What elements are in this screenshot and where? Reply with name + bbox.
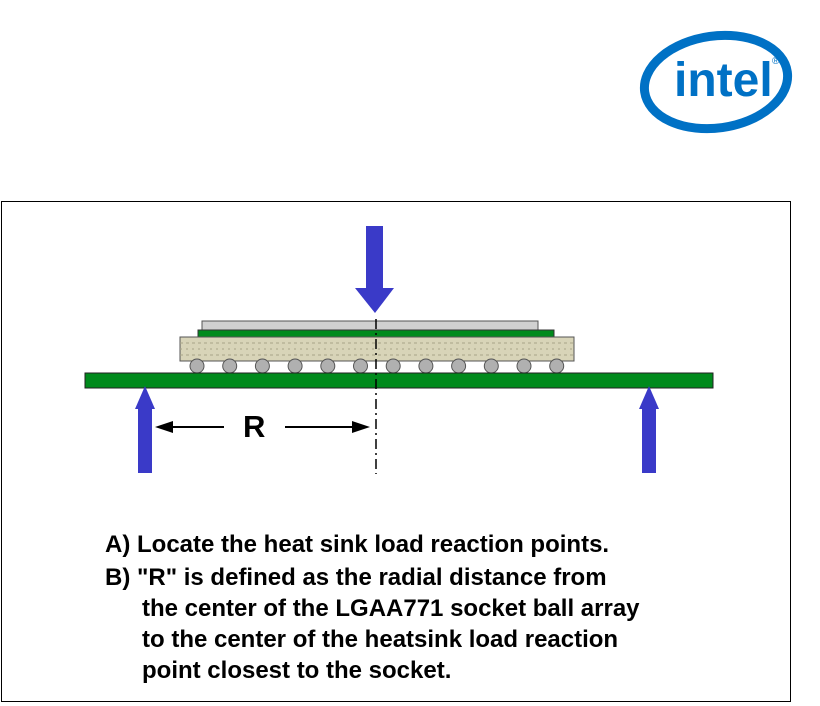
- caption-line-b2: the center of the LGAA771 socket ball ar…: [142, 595, 640, 622]
- solder-ball: [287, 358, 303, 374]
- solder-ball: [353, 358, 368, 374]
- reaction-arrow-right: [639, 386, 659, 473]
- solder-ball: [222, 358, 238, 374]
- solder-ball: [418, 358, 434, 374]
- solder-ball: [189, 358, 205, 374]
- caption-line-b3: to the center of the heatsink load react…: [142, 626, 619, 653]
- intel-logo-mark: intel ®: [639, 30, 796, 134]
- solder-ball: [483, 358, 499, 374]
- caption-line-b1: B) "R" is defined as the radial distance…: [105, 564, 607, 591]
- solder-ball: [549, 358, 565, 374]
- socket-body: [179, 336, 575, 362]
- reaction-arrow-left: [135, 386, 155, 473]
- dimension-arrow-right: [285, 421, 370, 433]
- radius-label: R: [243, 409, 266, 444]
- solder-ball-array: [189, 358, 565, 374]
- caption-line-b4: point closest to the socket.: [142, 657, 452, 684]
- diagram-frame: R A) Locate the heat sink load reaction …: [1, 201, 791, 702]
- solder-ball: [516, 358, 532, 374]
- intel-logo: intel ®: [636, 26, 800, 138]
- solder-ball: [385, 358, 401, 374]
- svg-text:®: ®: [772, 56, 780, 67]
- dimension-arrow-left: [155, 421, 224, 433]
- circuit-board: [84, 372, 714, 389]
- caption-line-a: A) Locate the heat sink load reaction po…: [105, 531, 610, 558]
- heat-spreader: [201, 320, 539, 331]
- load-arrow-top: [355, 226, 394, 313]
- intel-logo-text: intel: [674, 54, 773, 107]
- solder-ball: [254, 358, 270, 374]
- load-diagram: [84, 226, 714, 474]
- solder-ball: [451, 358, 467, 374]
- solder-ball: [320, 358, 336, 374]
